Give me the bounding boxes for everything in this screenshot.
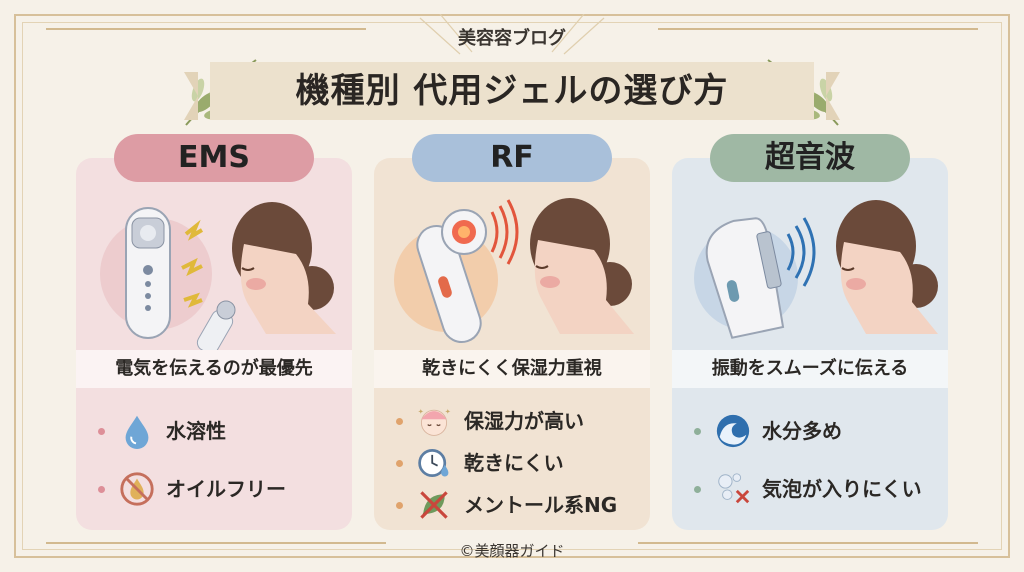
bullet-dot: [396, 502, 403, 509]
no-mint-icon: [420, 491, 448, 519]
rf-feature: 乾きにくく保湿力重視: [374, 350, 650, 388]
ultrasonic-card: 振動をスムーズに伝える 水分多め 気泡が入りにくい: [672, 158, 948, 530]
ems-item-oil-free: オイルフリー: [166, 477, 286, 501]
svg-text:✦: ✦: [418, 407, 424, 416]
bullet-dot: [694, 428, 701, 435]
wave-icon: [716, 414, 750, 448]
header-sunburst: [419, 14, 605, 55]
no-oil-icon: [120, 472, 154, 506]
list-item: オイルフリー: [76, 460, 352, 518]
list-item: 水分多め: [672, 402, 948, 460]
ems-item-water-soluble: 水溶性: [166, 419, 226, 443]
inner-frame: [22, 22, 1002, 550]
rf-item-hard-to-dry: 乾きにくい: [464, 451, 564, 475]
frame-line-bottom-left: [46, 542, 386, 544]
tab-ems: EMS: [114, 134, 314, 182]
list-item: 乾きにくい: [374, 442, 650, 484]
ems-card: 電気を伝えるのが最優先 水溶性 オイルフリー: [76, 158, 352, 530]
title-ribbon: 機種別 代用ジェルの選び方: [184, 62, 840, 120]
ems-illustration: [100, 202, 336, 350]
list-item: メントール系NG: [374, 484, 650, 526]
page-title: 機種別 代用ジェルの選び方: [295, 71, 729, 111]
outer-frame: [14, 14, 1010, 558]
rf-item-no-menthol: メントール系NG: [464, 493, 618, 517]
ems-feature: 電気を伝えるのが最優先: [76, 350, 352, 388]
rf-item-list: ✦✦ 保湿力が高い 乾きにくい メントール系NG: [374, 400, 650, 526]
bullet-dot: [396, 460, 403, 467]
rf-item-high-moisture: 保湿力が高い: [464, 409, 584, 433]
bullet-dot: [396, 418, 403, 425]
ultrasonic-item-high-water: 水分多め: [762, 419, 842, 443]
ultrasonic-item-list: 水分多め 気泡が入りにくい: [672, 402, 948, 518]
bullet-dot: [98, 428, 105, 435]
rf-card: 乾きにくく保湿力重視 ✦✦ 保湿力が高い 乾きにくい: [374, 158, 650, 530]
ultrasonic-feature: 振動をスムーズに伝える: [672, 350, 948, 388]
frame-line-top-right: [658, 28, 978, 30]
tab-ultrasonic: 超音波: [710, 134, 910, 182]
ultrasonic-illustration: [694, 200, 938, 339]
list-item: 気泡が入りにくい: [672, 460, 948, 518]
rf-illustration: [394, 198, 634, 343]
clock-drop-icon: [418, 449, 449, 477]
ultrasonic-item-few-bubbles: 気泡が入りにくい: [762, 477, 922, 501]
blog-label: 美容容ブログ: [458, 28, 566, 49]
copyright: ©美顔器ガイド: [459, 542, 565, 560]
svg-text:✦: ✦: [445, 407, 451, 416]
list-item: ✦✦ 保湿力が高い: [374, 400, 650, 442]
moisturized-face-icon: ✦✦: [418, 407, 451, 436]
no-bubbles-icon: [718, 473, 750, 504]
frame-line-bottom-right: [638, 542, 978, 544]
ems-item-list: 水溶性 オイルフリー: [76, 402, 352, 518]
frame-line-top-left: [46, 28, 366, 30]
water-drop-icon: [125, 415, 149, 450]
bullet-dot: [694, 486, 701, 493]
list-item: 水溶性: [76, 402, 352, 460]
header: 美容容ブログ ✦ ✦ 機種別 代用ジェルの選び方: [0, 14, 1024, 126]
tab-rf: RF: [412, 134, 612, 182]
bullet-dot: [98, 486, 105, 493]
